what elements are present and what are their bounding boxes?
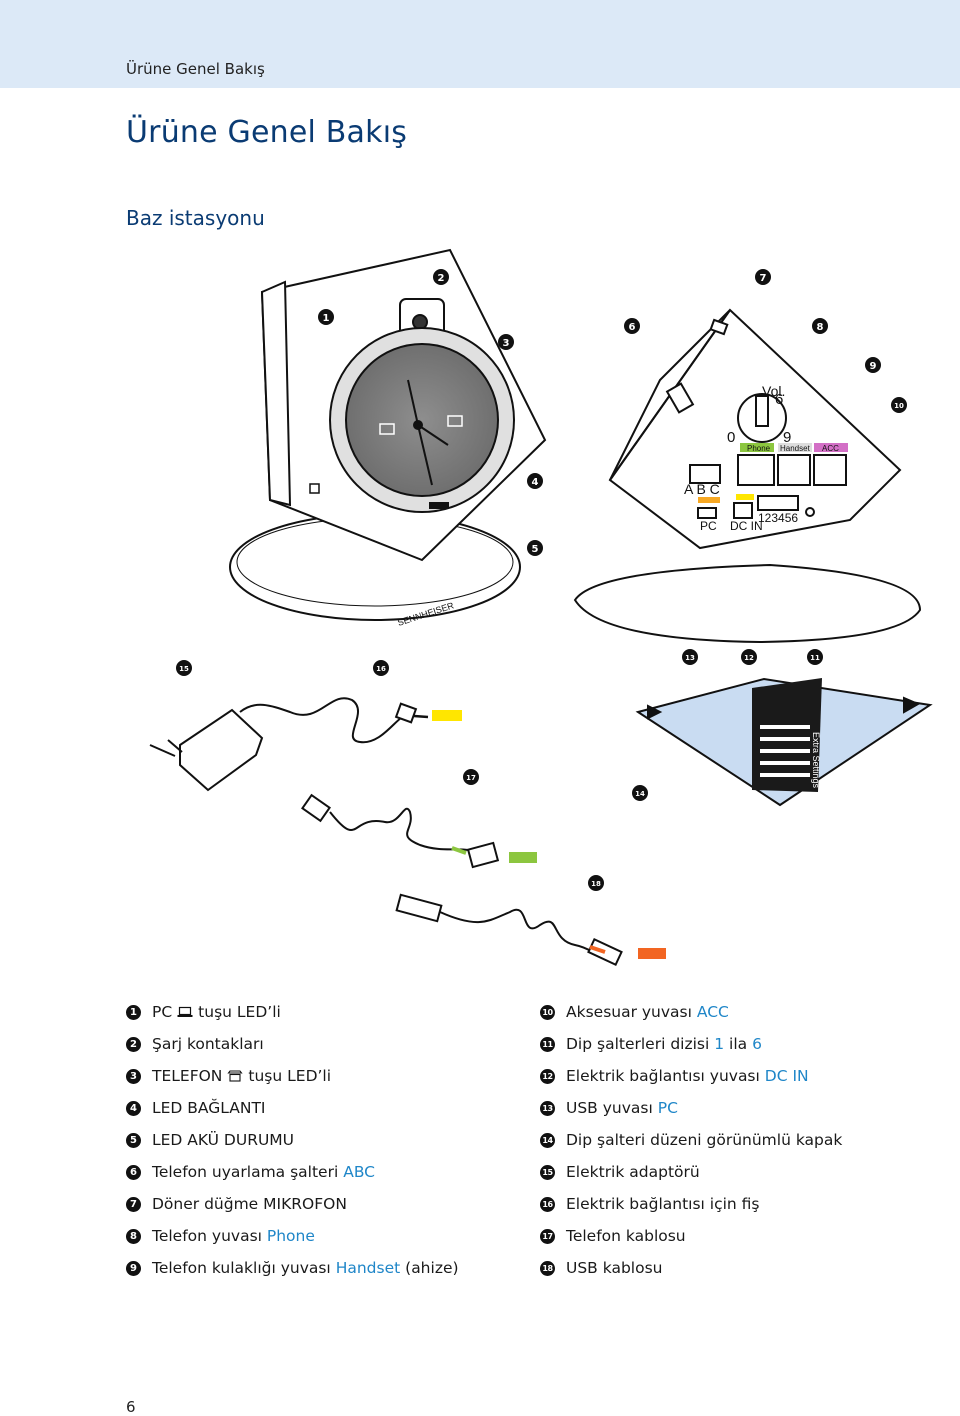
svg-text:18: 18 [591, 880, 601, 888]
legend-item-9: 9 Telefon kulaklığı yuvası Handset (ahiz… [126, 1252, 459, 1284]
legend-item-8: 8 Telefon yuvası Phone [126, 1220, 459, 1252]
product-illustration: SENNHEISER Vol. 0 6 9 Phone Handset ACC … [149, 248, 933, 967]
legend-item-11: 11 Dip şalterleri dizisi 1 ila 6 [540, 1028, 842, 1060]
base-station-front: SENNHEISER [229, 248, 547, 628]
legend-item-5: 5 LED AKÜ DURUMU [126, 1124, 459, 1156]
callout-5: 5 [527, 540, 543, 556]
callout-11: 11 [807, 649, 823, 665]
callout-15: 15 [176, 660, 192, 676]
svg-text:3: 3 [503, 338, 510, 349]
svg-text:10: 10 [894, 402, 904, 410]
page-number: 6 [126, 1398, 136, 1416]
legend-item-3: 3 TELEFON tuşu LED’li [126, 1060, 459, 1092]
svg-text:6: 6 [629, 322, 636, 333]
legend-item-13: 13 USB yuvası PC [540, 1092, 842, 1124]
callout-13: 13 [682, 649, 698, 665]
callout-markers: 1 2 3 4 5 6 7 8 9 10 11 12 13 14 15 16 1… [176, 269, 907, 891]
legend-item-16: 16 Elektrik bağlantısı için fiş [540, 1188, 842, 1220]
legend-item-14: 14 Dip şalteri düzeni görünümlü kapak [540, 1124, 842, 1156]
callout-4: 4 [527, 473, 543, 489]
callout-16: 16 [373, 660, 389, 676]
page-title: Ürüne Genel Bakış [126, 115, 408, 150]
svg-text:8: 8 [817, 322, 824, 333]
svg-text:13: 13 [685, 654, 695, 662]
callout-1: 1 [318, 309, 334, 325]
callout-6: 6 [624, 318, 640, 334]
header-band [0, 0, 960, 88]
phone-cable [301, 793, 537, 869]
svg-text:12: 12 [744, 654, 754, 662]
legend-item-18: 18 USB kablosu [540, 1252, 842, 1284]
section-title: Baz istasyonu [126, 206, 265, 230]
base-station-back: Vol. 0 6 9 Phone Handset ACC A B C PC DC… [573, 308, 922, 644]
vol-label: Vol. [762, 383, 785, 399]
running-header: Ürüne Genel Bakış [126, 60, 265, 78]
legend-item-15: 15 Elektrik adaptörü [540, 1156, 842, 1188]
laptop-icon [177, 1006, 193, 1017]
svg-text:Handset: Handset [780, 444, 811, 453]
legend-item-4: 4 LED BAĞLANTI [126, 1092, 459, 1124]
svg-text:ACC: ACC [822, 444, 839, 453]
svg-text:2: 2 [438, 273, 445, 284]
power-adapter [149, 697, 462, 792]
svg-text:11: 11 [810, 654, 820, 662]
callout-10: 10 [891, 397, 907, 413]
dip-switch-cover: Extra Settings [635, 677, 933, 807]
callout-14: 14 [632, 785, 648, 801]
callout-8: 8 [812, 318, 828, 334]
svg-text:5: 5 [532, 544, 539, 555]
legend-item-12: 12 Elektrik bağlantısı yuvası DC IN [540, 1060, 842, 1092]
svg-text:DC IN: DC IN [730, 519, 763, 533]
callout-2: 2 [433, 269, 449, 285]
legend-item-10: 10 Aksesuar yuvası ACC [540, 996, 842, 1028]
svg-text:16: 16 [376, 665, 386, 673]
legend-item-1: 1 PC tuşu LED’li [126, 996, 459, 1028]
legend-left: 1 PC tuşu LED’li 2 Şarj kontakları 3 TEL… [126, 996, 459, 1284]
legend-item-2: 2 Şarj kontakları [126, 1028, 459, 1060]
legend-right: 10 Aksesuar yuvası ACC 11 Dip şalterleri… [540, 996, 842, 1284]
svg-text:Phone: Phone [747, 444, 771, 453]
cover-title: Extra Settings [811, 732, 821, 789]
svg-text:A B C: A B C [684, 481, 720, 497]
callout-17: 17 [463, 769, 479, 785]
usb-cable [395, 893, 666, 967]
svg-text:123456: 123456 [758, 511, 798, 525]
svg-text:4: 4 [532, 477, 539, 488]
callout-18: 18 [588, 875, 604, 891]
svg-text:14: 14 [635, 790, 645, 798]
callout-7: 7 [755, 269, 771, 285]
svg-text:0: 0 [727, 429, 735, 446]
svg-text:1: 1 [323, 313, 330, 324]
svg-text:PC: PC [700, 519, 717, 533]
callout-9: 9 [865, 357, 881, 373]
legend-item-17: 17 Telefon kablosu [540, 1220, 842, 1252]
svg-text:6: 6 [775, 391, 783, 408]
legend-item-7: 7 Döner düğme MIKROFON [126, 1188, 459, 1220]
svg-text:17: 17 [466, 774, 476, 782]
svg-text:9: 9 [870, 361, 877, 372]
legend-item-6: 6 Telefon uyarlama şalteri ABC [126, 1156, 459, 1188]
svg-text:15: 15 [179, 665, 189, 673]
svg-text:9: 9 [783, 429, 791, 446]
callout-3: 3 [498, 334, 514, 350]
phone-icon [227, 1070, 244, 1082]
callout-12: 12 [741, 649, 757, 665]
svg-text:7: 7 [760, 273, 767, 284]
